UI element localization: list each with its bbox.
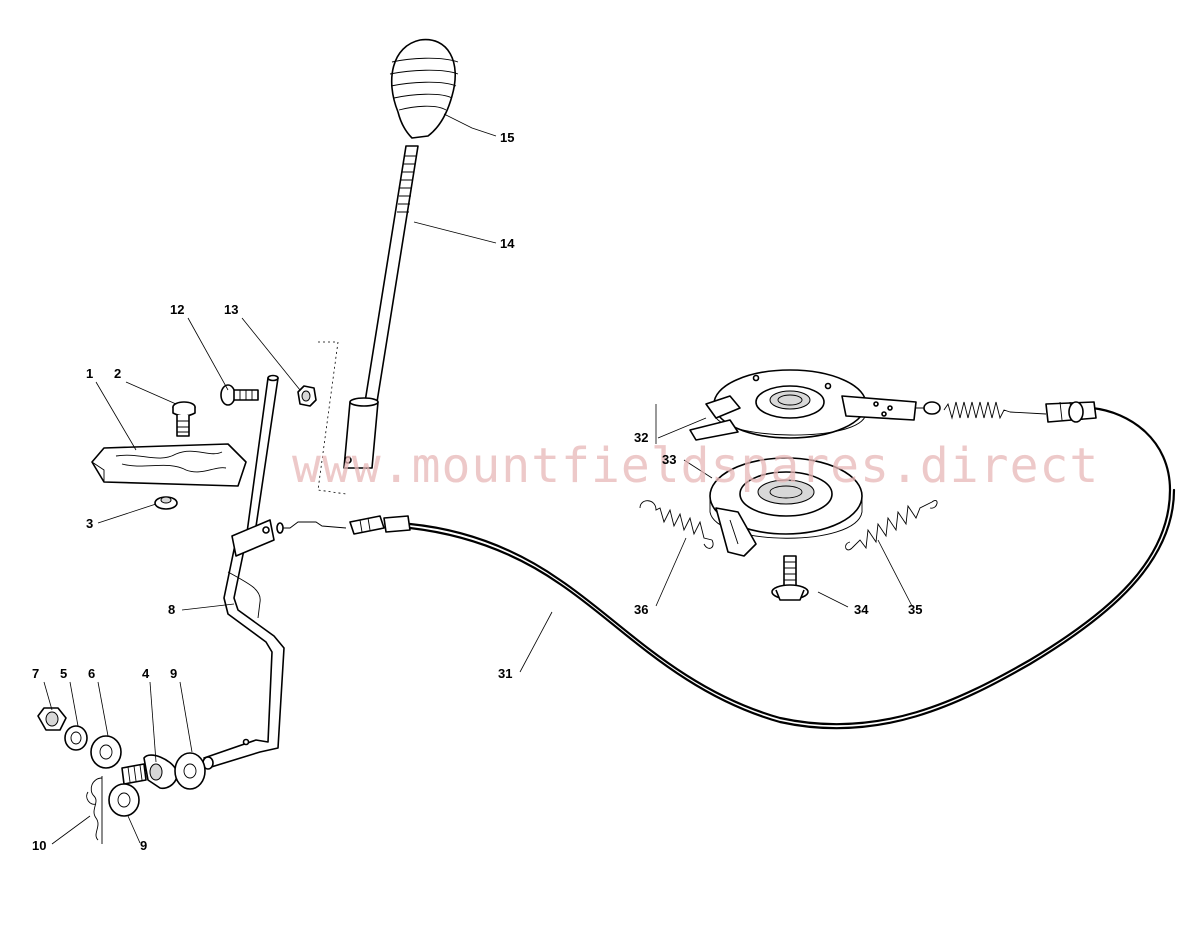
washer-5 bbox=[64, 725, 88, 751]
label-15: 15 bbox=[500, 130, 514, 145]
label-1: 1 bbox=[86, 366, 93, 381]
label-33: 33 bbox=[662, 452, 676, 467]
clip-10 bbox=[86, 776, 103, 844]
link-rod bbox=[276, 521, 347, 534]
label-36: 36 bbox=[634, 602, 648, 617]
pivot-bolt bbox=[220, 384, 259, 406]
watermark-text: www.mountfieldspares.direct bbox=[292, 438, 1099, 494]
label-6: 6 bbox=[88, 666, 95, 681]
label-31: 31 bbox=[498, 666, 512, 681]
lever-shaft bbox=[317, 145, 419, 495]
washer-9-upper bbox=[174, 752, 206, 790]
label-8: 8 bbox=[168, 602, 175, 617]
label-5: 5 bbox=[60, 666, 67, 681]
lever-rod bbox=[202, 374, 285, 770]
spring-right bbox=[845, 500, 938, 551]
label-14: 14 bbox=[500, 236, 515, 251]
label-35: 35 bbox=[908, 602, 922, 617]
pivot-nut bbox=[297, 385, 317, 407]
gate-plate bbox=[91, 443, 247, 487]
label-7: 7 bbox=[32, 666, 39, 681]
label-3: 3 bbox=[86, 516, 93, 531]
plate-bolt bbox=[172, 401, 196, 437]
brake-bolt bbox=[771, 555, 809, 601]
label-9-lower: 9 bbox=[140, 838, 147, 853]
label-12: 12 bbox=[170, 302, 184, 317]
control-cable bbox=[349, 401, 1176, 730]
label-10: 10 bbox=[32, 838, 46, 853]
label-9-upper: 9 bbox=[170, 666, 177, 681]
cable-return-spring bbox=[906, 401, 1011, 420]
washer-9-lower bbox=[108, 783, 140, 817]
clutch-brake-upper bbox=[655, 369, 917, 444]
label-2: 2 bbox=[114, 366, 121, 381]
label-4: 4 bbox=[142, 666, 150, 681]
label-32: 32 bbox=[634, 430, 648, 445]
leader-lines bbox=[43, 113, 913, 845]
plate-nut bbox=[154, 496, 178, 510]
label-34: 34 bbox=[854, 602, 869, 617]
nut-7 bbox=[37, 707, 67, 731]
lever-knob bbox=[389, 38, 459, 139]
washer-6 bbox=[90, 735, 122, 769]
spacer-4 bbox=[121, 754, 178, 790]
callout-labels: 15 14 12 13 1 2 3 8 32 33 36 34 35 31 7 … bbox=[32, 130, 922, 853]
label-13: 13 bbox=[224, 302, 238, 317]
spring-left bbox=[639, 500, 714, 549]
clutch-brake-lower bbox=[709, 457, 863, 557]
